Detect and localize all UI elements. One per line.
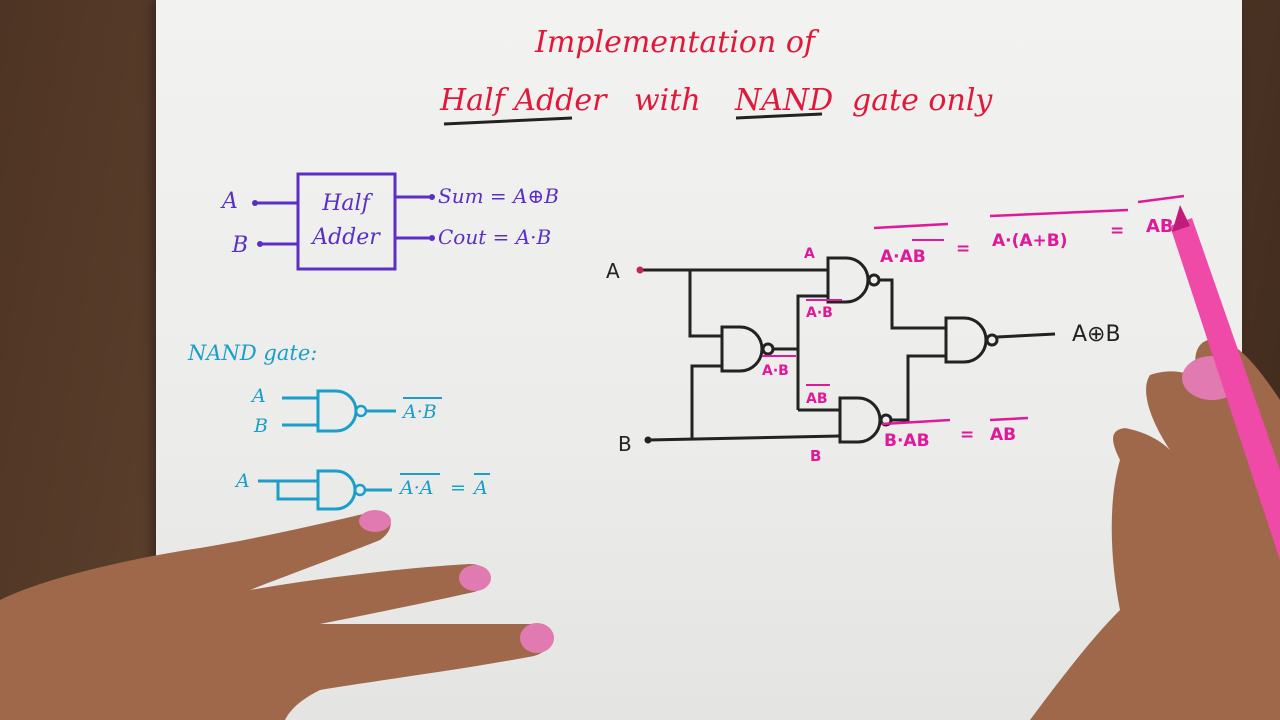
nand-gate-1-bubble [761,342,775,356]
nand-ex1-input-b: B [253,415,268,437]
nand-gate-4 [944,316,988,364]
top-expression-eq-1: = [956,239,970,259]
half-adder-box [296,172,397,271]
top-expression-2: A·(A+B) [992,231,1068,251]
pink-pen [1170,218,1280,560]
nand-ex2-wire-tied [276,481,318,501]
nand-ex1-output: A·B [401,401,437,423]
wire-gate2-to-gate4 [879,278,946,330]
nand-examples: NAND gate: A B A·B A A·A = A [187,341,490,511]
underline-half-adder [443,116,573,126]
nand-gate-2-bubble [867,273,881,287]
nand-ex2-output-left: A·A [398,477,433,499]
nand-ex2-equals: = [450,477,466,499]
wire-input-b [647,434,841,442]
block-input-a: A [220,189,238,214]
nand-heading: NAND gate: [187,341,317,365]
title-line-1: Implementation of [534,25,820,60]
dot-input-a [636,266,644,274]
top-expression-eq-2: = [1110,221,1124,241]
block-label-adder: Adder [310,225,381,250]
circuit-annotations: A A·B A·B AB B A·AB = A·(A+B) = AB B·AB … [762,194,1185,465]
left-hand-shape [0,511,551,720]
block-label-half: Half [321,191,373,216]
overbar-bottom-expr-2 [989,416,1029,422]
bottom-expression-1: B·AB [884,431,930,451]
title-gate-only: gate only [852,83,993,118]
label-gate1-out: A·B [762,363,789,379]
overbar-top-expr-1 [873,222,949,230]
circuit-output: A⊕B [1072,322,1121,347]
nand-ex2-output-right: A [472,477,488,499]
label-gate2-in-a: A [804,246,815,262]
top-expression-1: A·AB [880,247,926,267]
left-hand [0,510,554,720]
wire-b-to-gate1 [690,364,722,438]
wire-a-to-gate1 [688,270,722,338]
wire-output [996,332,1056,339]
nand-ex2-gate [316,469,357,511]
nand-gate-4-bubble [985,333,999,347]
label-gate2-in-ab: A·B [806,305,833,321]
dot-input-b [644,436,652,444]
nand-gate-1 [720,325,764,373]
half-adder-block-diagram: A B Half Adder Sum = A⊕B Cout = A·B [220,172,559,271]
label-gate3-in-ab: AB [806,391,828,407]
left-nail-3 [520,623,554,653]
left-nail-1 [359,510,391,532]
block-cout-label: Cout = A·B [438,225,551,249]
nand-ex2-input: A [234,470,250,492]
block-dot-a [252,200,258,206]
nand-gate-2 [826,256,870,304]
nand-ex1-gate [316,389,358,433]
wire-gate1-to-gate2 [796,294,828,410]
right-hand-shape [1030,339,1280,720]
nand-half-adder-circuit [640,256,1056,444]
nand-ex1-input-a: A [250,385,266,407]
label-gate3-in-b: B [810,447,821,465]
block-dot-cout [429,235,435,241]
bottom-expression-eq: = [960,425,974,445]
circuit-input-a: A [606,259,620,283]
title-half-adder: Half Adder [439,83,608,118]
title-with: with [634,83,701,118]
wire-gate3-to-gate4 [891,354,946,422]
left-nail-2 [459,565,491,591]
block-dot-b [257,241,263,247]
top-expression-3: AB [1146,216,1174,237]
pen-tip [1172,205,1190,232]
nand-gate-3 [838,396,882,444]
circuit-input-b: B [618,432,632,456]
overbar-bottom-expr-1 [881,418,951,426]
overbar-top-expr-3 [1137,194,1185,204]
block-sum-label: Sum = A⊕B [438,184,559,208]
title-nand: NAND [734,83,833,118]
right-hand [1030,205,1280,720]
underline-nand [735,112,823,120]
overbar-top-expr-2 [989,208,1129,218]
block-input-b: B [231,233,248,258]
block-dot-sum [429,194,435,200]
bottom-expression-2: AB [990,425,1016,445]
